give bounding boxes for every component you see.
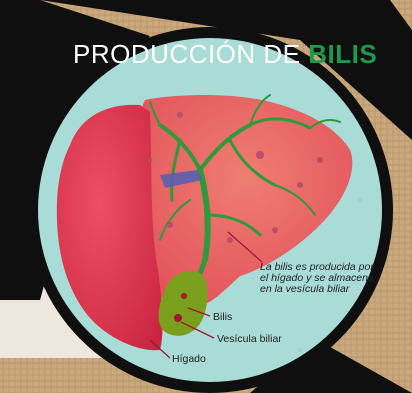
title-regular: PRODUCCIÓN DE: [73, 39, 309, 69]
page-title: PRODUCCIÓN DE BILIS: [73, 39, 377, 70]
black-frame-top: [40, 0, 412, 140]
liver-left-lobe: [56, 104, 163, 351]
bile-ducts: [149, 94, 341, 295]
gallbladder: [158, 270, 208, 336]
label-bilis: Bilis: [213, 311, 233, 323]
title-bold: BILIS: [308, 39, 378, 69]
liver-right-lobe: [137, 95, 353, 304]
label-vesicula-biliar: Vesícula biliar: [217, 333, 282, 345]
blood-vessel: [160, 170, 202, 188]
label-higado: Hígado: [172, 353, 206, 365]
annotation-note: La bilis es producida por el hígado y se…: [260, 261, 374, 295]
